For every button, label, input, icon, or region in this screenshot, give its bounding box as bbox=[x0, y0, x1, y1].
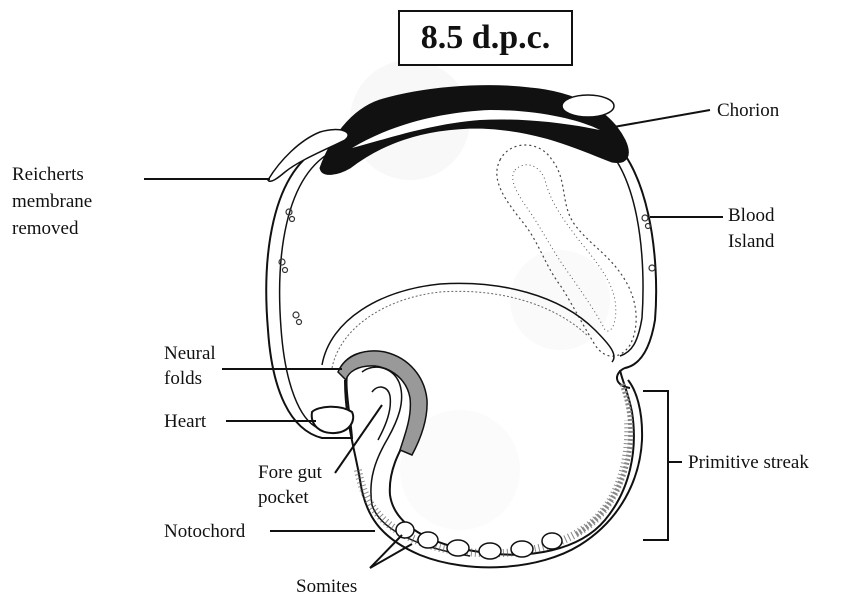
foregut-pocket bbox=[372, 387, 390, 440]
heart-shape bbox=[312, 407, 353, 433]
chorion-light-patch bbox=[562, 95, 614, 117]
label-foregut-line1: Fore gut bbox=[258, 460, 322, 485]
stage-title-box: 8.5 d.p.c. bbox=[398, 10, 573, 66]
label-somites: Somites bbox=[296, 574, 357, 599]
primitive-streak-band bbox=[575, 384, 631, 535]
chorion-leader bbox=[608, 110, 710, 128]
label-blood-line2: Island bbox=[728, 229, 774, 254]
label-reicherts-line2: membrane bbox=[12, 189, 92, 214]
stage-title: 8.5 d.p.c. bbox=[421, 19, 550, 57]
label-foregut-line2: pocket bbox=[258, 485, 309, 510]
label-chorion: Chorion bbox=[717, 98, 779, 123]
label-neural-line1: Neural bbox=[164, 341, 216, 366]
label-reicherts-line1: Reicherts bbox=[12, 162, 84, 187]
label-primitive-streak: Primitive streak bbox=[688, 450, 809, 475]
label-reicherts-line3: removed bbox=[12, 216, 78, 241]
label-neural-line2: folds bbox=[164, 366, 202, 391]
label-blood-line1: Blood bbox=[728, 203, 774, 228]
label-heart: Heart bbox=[164, 409, 206, 434]
primitive-streak-bracket bbox=[643, 391, 668, 540]
blood-island-dots-left bbox=[279, 209, 302, 325]
label-notochord: Notochord bbox=[164, 519, 245, 544]
